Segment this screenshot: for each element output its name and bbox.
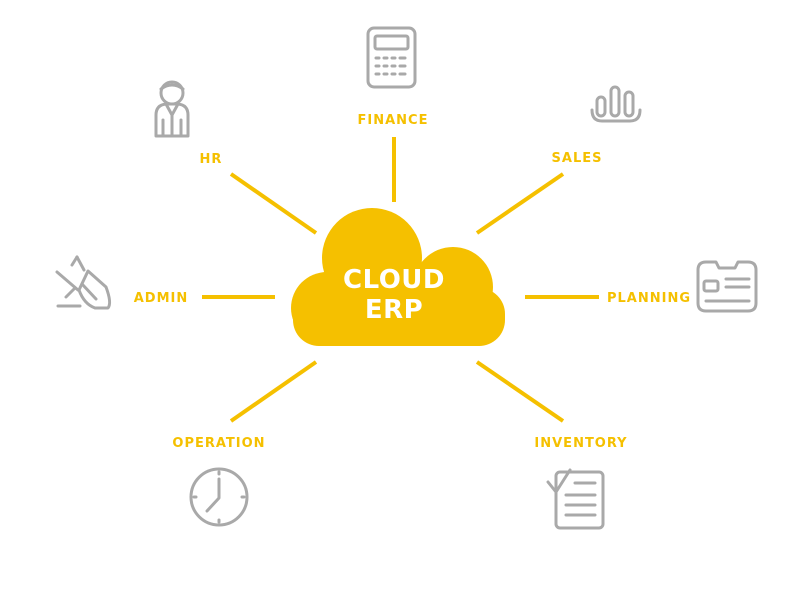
label-planning: PLANNING [607,291,691,306]
connector-hr [229,172,318,235]
label-sales: SALES [552,151,603,166]
cloud-shape [291,208,505,346]
pen-icon [55,255,112,310]
label-inventory: INVENTORY [534,436,627,451]
clock-icon [189,467,249,527]
center-title-line1: CLOUD [343,265,445,295]
connector-sales [475,172,565,235]
connector-inventory [475,360,565,423]
label-operation: OPERATION [172,436,265,451]
connector-operation [229,360,318,423]
connector-lines [202,137,599,423]
label-hr: HR [200,152,223,167]
center-title-line2: ERP [365,295,423,325]
calculator-icon [366,26,417,89]
id-card-icon [696,260,758,313]
bar-chart-icon [590,85,642,123]
label-admin: ADMIN [134,291,189,306]
checklist-icon [546,468,605,530]
person-icon [154,80,190,138]
label-finance: FINANCE [358,113,429,128]
